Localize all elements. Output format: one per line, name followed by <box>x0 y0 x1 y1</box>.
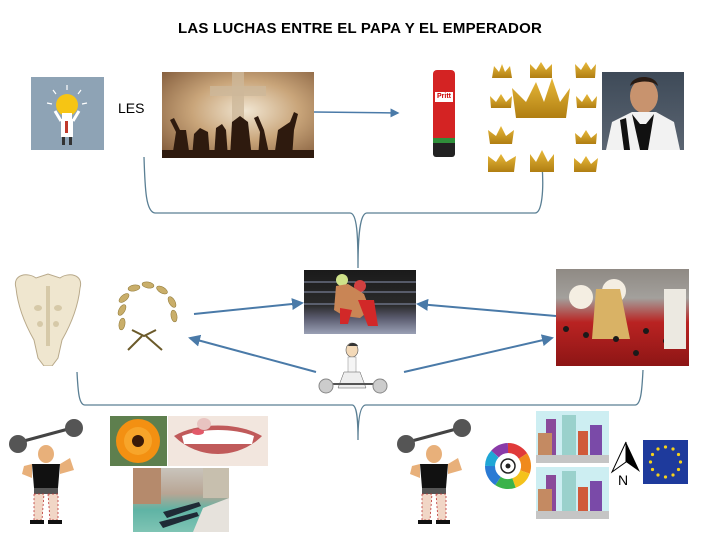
weak-weightlifter-image <box>318 342 388 400</box>
laliga-logo <box>484 442 532 490</box>
venice-canal-image <box>133 468 229 532</box>
sacrum-bone-image <box>8 268 88 366</box>
page-title: LAS LUCHAS ENTRE EL PAPA Y EL EMPERADOR <box>178 20 542 37</box>
laurel-wreath-image <box>112 280 182 352</box>
north-label: N <box>618 472 629 488</box>
glue-stick-image: Pritt <box>432 70 457 158</box>
cross-crowd-image <box>162 72 314 158</box>
city-buildings-image <box>536 411 609 463</box>
marigold-flower-image <box>110 416 167 466</box>
wrestling-image <box>304 270 416 334</box>
strongman-image-2 <box>390 418 482 526</box>
city-buildings-image-2 <box>536 467 609 519</box>
footballer-photo <box>602 72 684 150</box>
north-arrow-icon: N <box>608 440 642 490</box>
gums-teeth-image <box>168 416 268 466</box>
crowns-image <box>486 58 598 172</box>
eu-flag-icon <box>643 440 688 484</box>
procession-image <box>556 269 689 366</box>
les-label: LES <box>118 100 145 116</box>
idea-person-icon <box>31 77 104 150</box>
strongman-image <box>2 418 94 526</box>
